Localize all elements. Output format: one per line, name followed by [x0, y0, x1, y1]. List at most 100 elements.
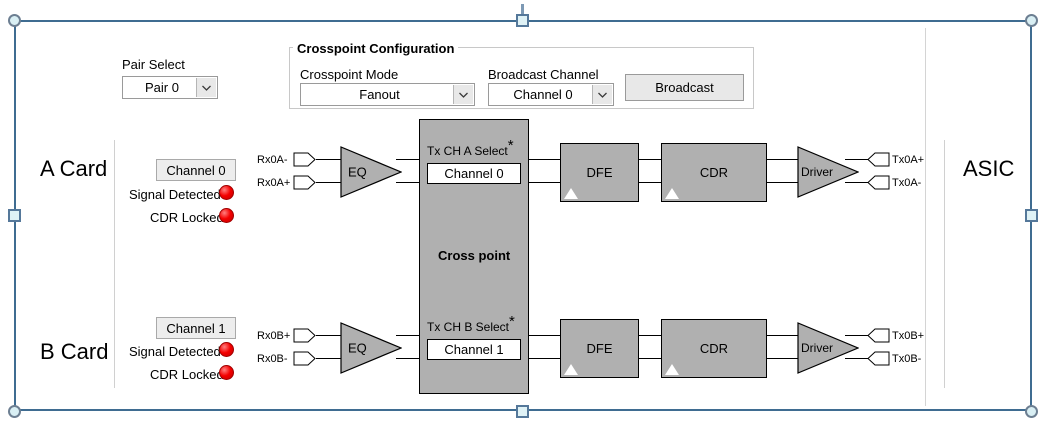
b-card-rx-bottom-wire — [316, 358, 348, 359]
b-card-title: B Card — [40, 339, 109, 364]
a-driver-out-top-wire — [845, 159, 869, 160]
b-card-driver-amplifier: Driver — [797, 322, 859, 374]
a-card-eq-label: EQ — [348, 164, 367, 180]
resize-handle-top-left[interactable] — [8, 14, 21, 27]
b-card-rx-top-label: Rx0B+ — [257, 330, 291, 342]
b-dfe-out-top-wire — [638, 335, 662, 336]
crosspoint-mode-value: Fanout — [359, 87, 400, 102]
crosspoint-mode-label: Crosspoint Mode — [300, 67, 399, 82]
crosspoint-configuration-group — [289, 47, 754, 109]
resize-handle-bottom-left[interactable] — [8, 405, 21, 418]
b-xpoint-out-bottom-wire — [528, 358, 561, 359]
b-card-tx-bottom-connector — [866, 351, 890, 366]
resize-handle-bottom-center[interactable] — [516, 405, 529, 418]
a-cdr-out-bottom-wire — [766, 182, 803, 183]
a-card-driver-label: Driver — [801, 165, 833, 179]
tx-ch-a-select-text: Tx CH A Select — [427, 144, 508, 158]
tx-ch-b-select-field[interactable]: Channel 1 — [427, 339, 521, 360]
a-card-eq-out-bottom-wire — [396, 182, 420, 183]
broadcast-channel-label: Broadcast Channel — [488, 67, 599, 82]
b-card-eq-label: EQ — [348, 340, 367, 356]
b-card-eq-out-top-wire — [396, 335, 420, 336]
b-card-tx-top-connector — [866, 328, 890, 343]
b-card-channel-button[interactable]: Channel 1 — [156, 317, 236, 339]
b-card-cdr-locked-label: CDR Locked — [150, 367, 224, 382]
b-card-dfe-block: DFE — [560, 319, 639, 378]
b-card-cdr-locked-led — [219, 365, 234, 380]
a-card-rx-bottom-label: Rx0A+ — [257, 177, 291, 189]
broadcast-channel-value: Channel 0 — [513, 87, 573, 102]
a-card-tx-bottom-connector — [866, 175, 890, 190]
resize-handle-top-center[interactable] — [516, 14, 529, 27]
b-cdr-out-top-wire — [766, 335, 803, 336]
a-card-cdr-locked-label: CDR Locked — [150, 210, 224, 225]
crosspoint-configuration-title: Crosspoint Configuration — [293, 41, 459, 56]
b-driver-out-top-wire — [845, 335, 869, 336]
broadcast-button[interactable]: Broadcast — [625, 74, 744, 101]
a-card-rx-bottom-wire — [316, 182, 348, 183]
chevron-down-icon[interactable] — [453, 85, 473, 104]
pair-select-value: Pair 0 — [145, 80, 179, 95]
chevron-down-icon[interactable] — [196, 78, 216, 97]
a-card-cdr-marker-icon — [665, 188, 679, 199]
crosspoint-center-text: Cross point — [438, 248, 511, 263]
a-card-dfe-marker-icon — [564, 188, 578, 199]
tx-ch-b-select-label: Tx CH B Select* — [427, 314, 515, 334]
b-card-tx-bottom-label: Tx0B- — [892, 353, 922, 365]
a-card-eq-out-top-wire — [396, 159, 420, 160]
b-driver-out-bottom-wire — [845, 358, 869, 359]
a-dfe-out-bottom-wire — [638, 182, 662, 183]
b-card-cdr-marker-icon — [665, 364, 679, 375]
required-marker-b: * — [509, 313, 515, 330]
required-marker-a: * — [507, 137, 514, 154]
a-xpoint-out-top-wire — [528, 159, 561, 160]
a-xpoint-out-bottom-wire — [528, 182, 561, 183]
b-card-dfe-marker-icon — [564, 364, 578, 375]
b-card-rx-top-wire — [316, 335, 348, 336]
resize-handle-top-right[interactable] — [1025, 14, 1038, 27]
a-card-rx-top-wire — [316, 159, 348, 160]
rotation-stem — [521, 4, 524, 20]
a-dfe-out-top-wire — [638, 159, 662, 160]
a-card-cdr-locked-led — [219, 208, 234, 223]
a-card-signal-detected-led — [219, 185, 234, 200]
b-card-signal-detected-label: Signal Detected — [129, 344, 221, 359]
broadcast-channel-dropdown[interactable]: Channel 0 — [488, 83, 614, 106]
a-card-signal-detected-label: Signal Detected — [129, 187, 221, 202]
a-card-tx-bottom-label: Tx0A- — [892, 177, 922, 189]
b-card-rx-bottom-label: Rx0B- — [257, 353, 288, 365]
a-card-driver-amplifier: Driver — [797, 146, 859, 198]
a-card-dfe-block: DFE — [560, 143, 639, 202]
b-card-cdr-block: CDR — [661, 319, 767, 378]
a-card-rx-top-label: Rx0A- — [257, 154, 288, 166]
separator-left — [114, 140, 115, 388]
a-card-channel-button[interactable]: Channel 0 — [156, 159, 236, 181]
a-card-rx-top-connector — [293, 152, 317, 167]
a-cdr-out-top-wire — [766, 159, 803, 160]
resize-handle-middle-left[interactable] — [8, 209, 21, 222]
b-xpoint-out-top-wire — [528, 335, 561, 336]
resize-handle-bottom-right[interactable] — [1025, 405, 1038, 418]
separator-right — [944, 140, 945, 388]
b-card-signal-detected-led — [219, 342, 234, 357]
a-card-cdr-label: CDR — [699, 165, 729, 180]
chevron-down-icon[interactable] — [592, 85, 612, 104]
pair-select-label: Pair Select — [122, 57, 185, 72]
b-card-eq-out-bottom-wire — [396, 358, 420, 359]
a-card-eq-amplifier: EQ — [340, 146, 402, 198]
tx-ch-b-select-text: Tx CH B Select — [427, 320, 510, 334]
b-dfe-out-bottom-wire — [638, 358, 662, 359]
a-card-title: A Card — [40, 156, 108, 181]
crosspoint-mode-dropdown[interactable]: Fanout — [300, 83, 475, 106]
b-card-cdr-label: CDR — [699, 341, 729, 356]
tx-ch-a-select-label: Tx CH A Select* — [427, 138, 514, 158]
resize-handle-middle-right[interactable] — [1025, 209, 1038, 222]
a-card-rx-bottom-connector — [293, 175, 317, 190]
a-card-tx-top-label: Tx0A+ — [892, 154, 925, 166]
b-cdr-out-bottom-wire — [766, 358, 803, 359]
pair-select-dropdown[interactable]: Pair 0 — [122, 76, 218, 99]
b-card-tx-top-label: Tx0B+ — [892, 330, 925, 342]
b-card-rx-top-connector — [293, 328, 317, 343]
tx-ch-a-select-field[interactable]: Channel 0 — [427, 163, 521, 184]
b-card-eq-amplifier: EQ — [340, 322, 402, 374]
